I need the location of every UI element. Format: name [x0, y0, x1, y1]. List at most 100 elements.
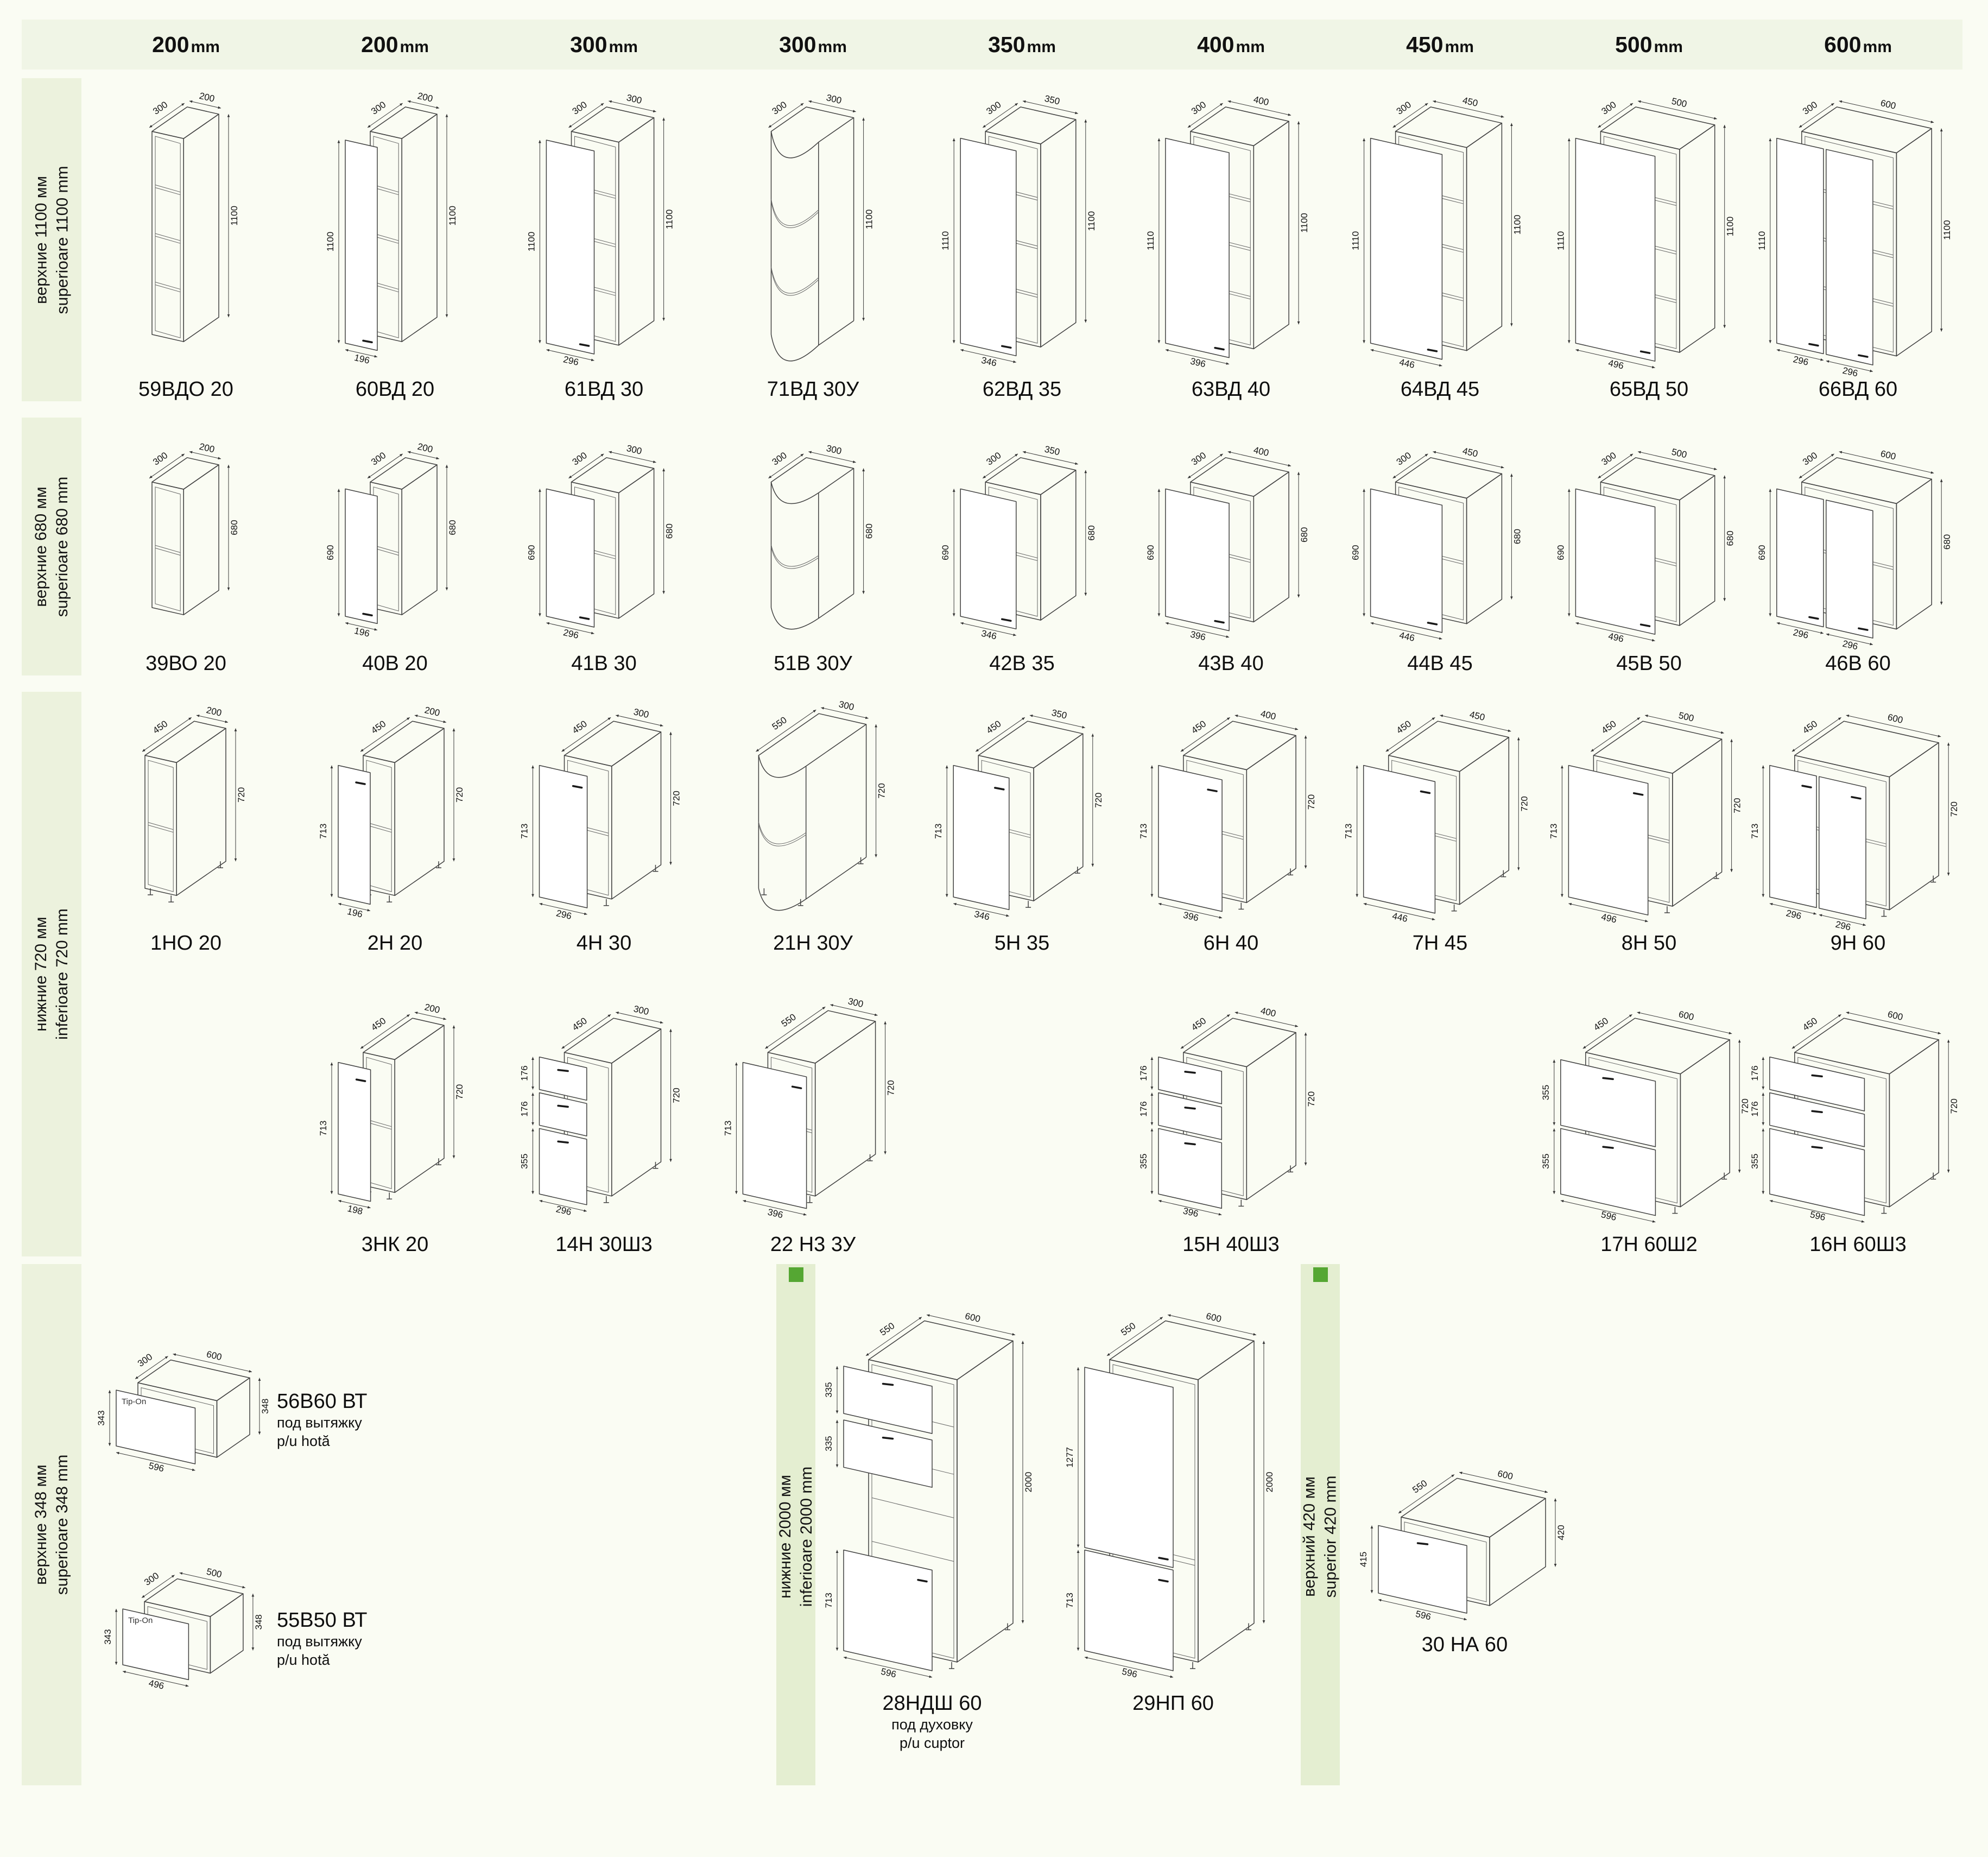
svg-text:496: 496	[1607, 631, 1625, 645]
section-label-ro: inferioare 2000 mm	[797, 1466, 815, 1607]
svg-text:296: 296	[1841, 639, 1859, 652]
svg-text:1100: 1100	[864, 210, 875, 230]
svg-text:600: 600	[1677, 1009, 1695, 1022]
svg-text:680: 680	[1086, 525, 1097, 540]
svg-text:300: 300	[1189, 450, 1208, 468]
svg-text:1100: 1100	[664, 210, 675, 230]
svg-text:200: 200	[423, 1002, 441, 1015]
svg-text:713: 713	[1138, 824, 1149, 839]
cabinet-code: 28НДШ 60	[882, 1692, 982, 1715]
svg-text:713: 713	[723, 1121, 733, 1136]
section-label-ro: superior 420 mm	[1322, 1475, 1340, 1598]
cabinet-code: 6Н 40	[1203, 932, 1259, 955]
svg-text:450: 450	[571, 1015, 589, 1033]
svg-text:450: 450	[151, 718, 169, 736]
svg-text:2000: 2000	[1264, 1472, 1275, 1493]
svg-text:450: 450	[571, 718, 589, 736]
svg-text:600: 600	[1205, 1311, 1223, 1324]
svg-text:300: 300	[770, 450, 789, 468]
svg-text:1110: 1110	[1145, 231, 1156, 250]
svg-text:343: 343	[96, 1410, 106, 1425]
svg-text:355: 355	[520, 1154, 530, 1169]
svg-text:348: 348	[260, 1399, 270, 1414]
svg-text:713: 713	[520, 824, 530, 839]
svg-text:600: 600	[1879, 98, 1897, 111]
svg-text:720: 720	[1949, 1098, 1959, 1114]
svg-text:713: 713	[824, 1593, 834, 1608]
svg-text:500: 500	[1670, 96, 1688, 110]
cabinet-code: 21Н 30У	[773, 932, 853, 955]
svg-text:200: 200	[198, 441, 216, 455]
svg-text:496: 496	[1607, 358, 1625, 371]
svg-text:600: 600	[1497, 1468, 1514, 1482]
cabinet-code: 22 Н3 3У	[770, 1233, 856, 1256]
svg-text:200: 200	[205, 705, 223, 718]
cabinet-code: 3НК 20	[361, 1233, 429, 1256]
cabinet-code: 55В50 ВТ	[277, 1609, 368, 1632]
svg-text:690: 690	[1555, 545, 1566, 560]
cabinet-code: 4Н 30	[576, 932, 632, 955]
cabinet-code: 15Н 40Ш3	[1182, 1233, 1280, 1256]
svg-text:1100: 1100	[229, 206, 239, 226]
cabinet-subtitle: p/u cuptor	[899, 1735, 965, 1751]
svg-text:680: 680	[447, 520, 458, 535]
svg-text:300: 300	[825, 92, 843, 106]
cabinet-code: 2Н 20	[367, 932, 423, 955]
svg-text:600: 600	[1879, 449, 1897, 462]
svg-text:396: 396	[1189, 356, 1207, 369]
svg-text:300: 300	[151, 450, 169, 468]
svg-text:1100: 1100	[1299, 213, 1309, 233]
svg-text:680: 680	[1725, 530, 1736, 546]
column-unit: mm	[609, 37, 638, 56]
svg-text:396: 396	[1189, 629, 1207, 642]
column-unit: mm	[1445, 37, 1474, 56]
column-unit: mm	[818, 37, 847, 56]
svg-text:680: 680	[664, 523, 675, 539]
svg-text:300: 300	[1801, 450, 1819, 468]
svg-text:450: 450	[1461, 95, 1479, 109]
section-label-ru: верхний 420 мм	[1301, 1476, 1319, 1597]
svg-text:396: 396	[1182, 1205, 1199, 1219]
